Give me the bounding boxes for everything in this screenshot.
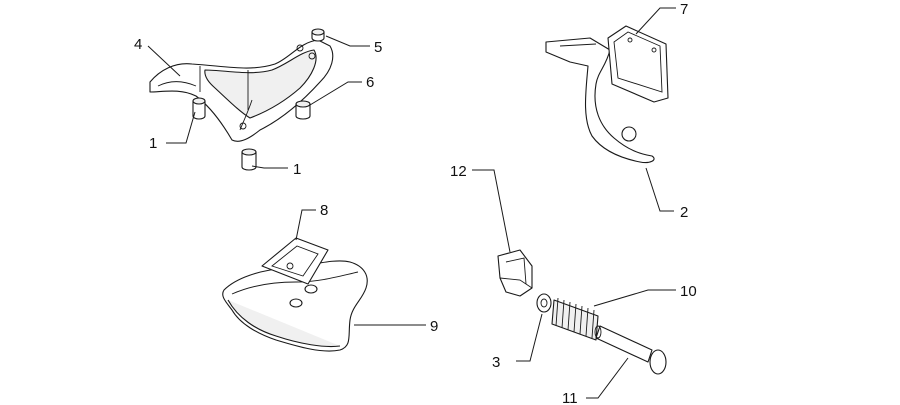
spring-part (551, 297, 599, 341)
label-1-lower: 1 (293, 161, 301, 178)
cap-nut-part (311, 28, 325, 42)
label-3: 4 (134, 36, 142, 53)
pin-part (594, 325, 667, 375)
mounting-plate-part (607, 25, 669, 103)
rear-rack-part (149, 39, 334, 142)
label-6: 7 (680, 1, 688, 18)
spacer-part-right (295, 100, 311, 120)
label-4: 5 (374, 39, 382, 56)
label-11: 3 (492, 354, 500, 371)
label-2: 2 (680, 204, 688, 221)
label-10: 11 (562, 390, 578, 405)
hinge-bracket-part (497, 249, 533, 297)
label-8: 9 (430, 318, 438, 335)
spacer-part-upper (192, 97, 206, 120)
spacer-part-lower (241, 148, 257, 171)
label-12: 12 (450, 163, 467, 180)
label-1-upper: 1 (149, 135, 157, 152)
label-9: 10 (680, 283, 697, 300)
gasket-part (261, 237, 329, 285)
washer-part (536, 293, 552, 313)
rear-cover-part (222, 260, 368, 352)
label-7: 8 (320, 202, 328, 219)
label-5: 6 (366, 74, 374, 91)
leader-lines (147, 7, 676, 399)
